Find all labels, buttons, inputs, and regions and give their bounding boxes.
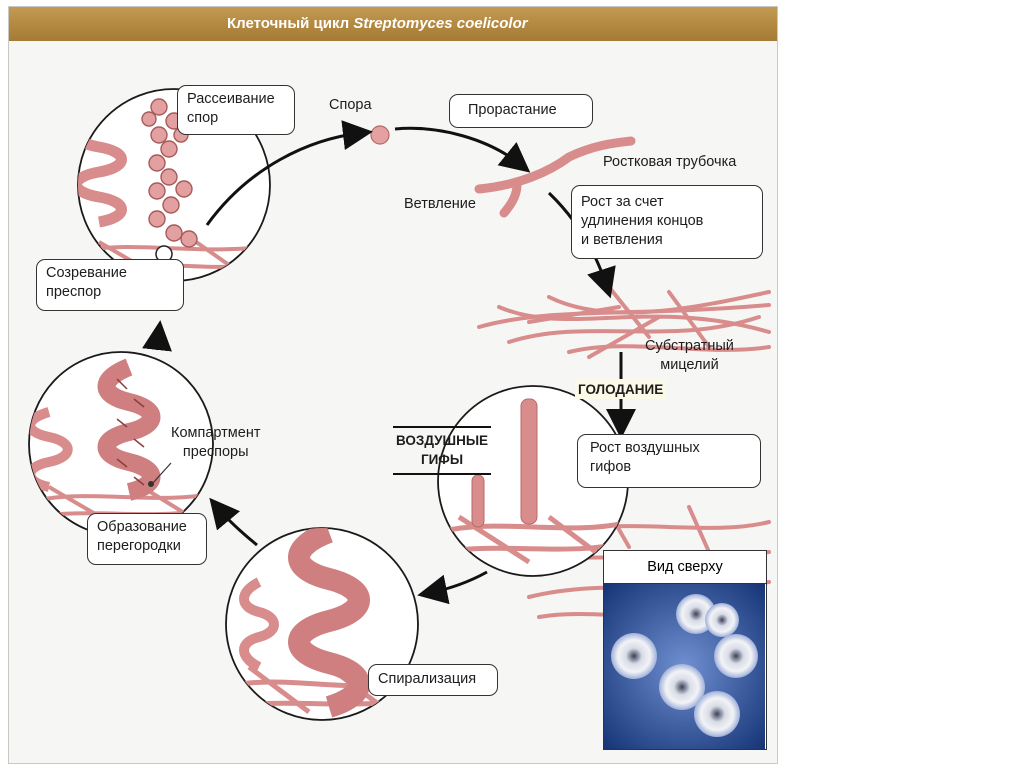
germination-box: Прорастание <box>449 94 593 128</box>
title-text: Клеточный цикл <box>227 15 354 32</box>
aerial-growth-box: Рост воздушных гифов <box>577 434 761 488</box>
spiral-label: Спирализация <box>378 671 477 687</box>
starvation-label: ГОЛОДАНИЕ <box>575 380 667 399</box>
substrate-label: Субстратный мицелий <box>645 337 734 375</box>
aerial-line-2: ГИФЫ <box>420 452 464 467</box>
dispersal-line-1: Рассеивание <box>187 91 275 107</box>
aerial-circle <box>437 385 629 577</box>
colony-photo <box>604 584 765 749</box>
growth-line-3: и ветвления <box>581 232 663 248</box>
germ-tube-art <box>474 136 636 218</box>
dispersal-line-2: спор <box>187 110 219 126</box>
aerial-growth-line-2: гифов <box>590 459 632 475</box>
maturation-box: Созревание преспор <box>36 259 184 311</box>
compartment-pointer <box>151 462 172 485</box>
growth-box: Рост за счет удлинения концов и ветвлени… <box>571 185 763 259</box>
title-bar: Клеточный цикл Streptomyces coelicolor <box>9 7 777 41</box>
dispersal-box: Рассеивание спор <box>177 85 295 135</box>
aerial-hyphae-label: ВОЗДУШНЫЕ ГИФЫ <box>393 431 491 469</box>
cycle-arrows <box>142 120 636 605</box>
septum-line-2: перегородки <box>97 538 181 554</box>
top-view-label: Вид сверху <box>604 551 766 584</box>
growth-line-1: Рост за счет <box>581 194 664 210</box>
germ-tube-label: Ростковая трубочка <box>603 154 737 170</box>
compartment-line-2: преспоры <box>182 444 249 460</box>
compartment-line-1: Компартмент <box>171 425 261 441</box>
septum-line-1: Образование <box>97 519 187 535</box>
spore-dot <box>370 125 390 145</box>
branching-label: Ветвление <box>404 196 476 212</box>
compartment-label: Компартмент преспоры <box>171 424 260 462</box>
substrate-line-2: мицелий <box>660 357 719 373</box>
germination-label: Прорастание <box>468 102 557 118</box>
maturation-line-2: преспор <box>46 284 102 300</box>
top-view-inset: Вид сверху <box>603 550 767 750</box>
spore-label: Спора <box>329 97 372 113</box>
title-species: Streptomyces coelicolor <box>353 15 528 32</box>
aerial-line-1: ВОЗДУШНЫЕ <box>395 433 489 448</box>
maturation-line-1: Созревание <box>46 265 127 281</box>
substrate-line-1: Субстратный <box>645 338 734 354</box>
spiral-box: Спирализация <box>368 664 498 696</box>
growth-line-2: удлинения концов <box>581 213 704 229</box>
diagram-frame: Клеточный цикл Streptomyces coelicolor <box>8 6 778 764</box>
aerial-growth-line-1: Рост воздушных <box>590 440 700 456</box>
septum-box: Образование перегородки <box>87 513 207 565</box>
